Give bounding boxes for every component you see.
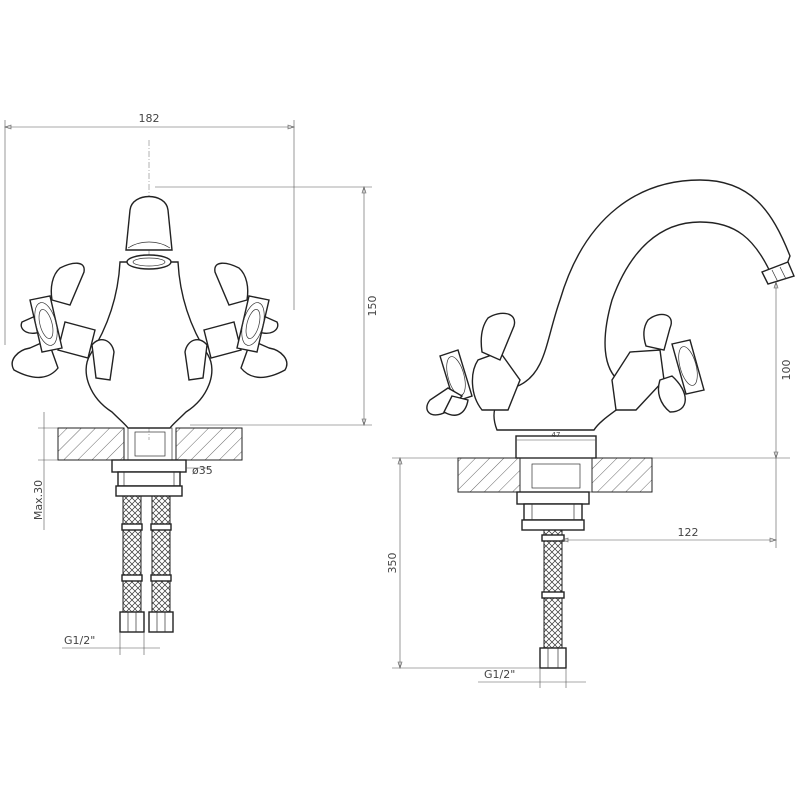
dim-label-thread-front: G1/2" xyxy=(64,634,95,647)
side-counter-slab xyxy=(457,457,653,493)
side-left-handle xyxy=(426,312,521,416)
dim-label-diameter: ø35 xyxy=(192,464,213,477)
dim-base-47: 47 xyxy=(515,431,597,459)
front-spout-outlet xyxy=(126,254,172,270)
dim-reach-122: 122 xyxy=(561,458,777,548)
front-hoses xyxy=(119,495,174,633)
dim-label-thickness: Max.30 xyxy=(32,480,45,520)
front-counter-slab xyxy=(57,427,243,461)
front-spout xyxy=(125,195,173,251)
dim-height-150: 150 xyxy=(155,186,379,426)
dim-thread-side: G1/2" xyxy=(478,668,586,688)
dim-width-182: 182 xyxy=(4,112,295,345)
side-hose xyxy=(539,529,567,669)
side-right-handle xyxy=(611,313,705,413)
front-fixing-nut: ø35 xyxy=(111,459,213,497)
front-left-handle xyxy=(11,262,115,381)
dim-label-base: 47 xyxy=(552,431,561,439)
side-fixing-nut xyxy=(516,491,590,531)
dim-hose-length-350: 350 xyxy=(386,457,540,669)
side-view: 47 100 xyxy=(386,179,795,688)
side-faucet-body xyxy=(493,179,791,431)
front-view: 182 150 xyxy=(4,112,379,655)
dim-label-spout-height: 100 xyxy=(780,360,793,381)
front-right-handle xyxy=(184,262,288,381)
side-spout-tip xyxy=(761,261,795,285)
dim-label-width: 182 xyxy=(139,112,160,125)
dim-thickness: Max.30 xyxy=(32,412,58,530)
dim-label-hose-length: 350 xyxy=(386,553,399,574)
dim-label-reach: 122 xyxy=(678,526,699,539)
dim-label-thread-side: G1/2" xyxy=(484,668,515,681)
dim-label-height: 150 xyxy=(366,296,379,317)
dim-spout-height-100: 100 xyxy=(773,281,793,459)
dim-thread-front: G1/2" xyxy=(62,632,160,655)
